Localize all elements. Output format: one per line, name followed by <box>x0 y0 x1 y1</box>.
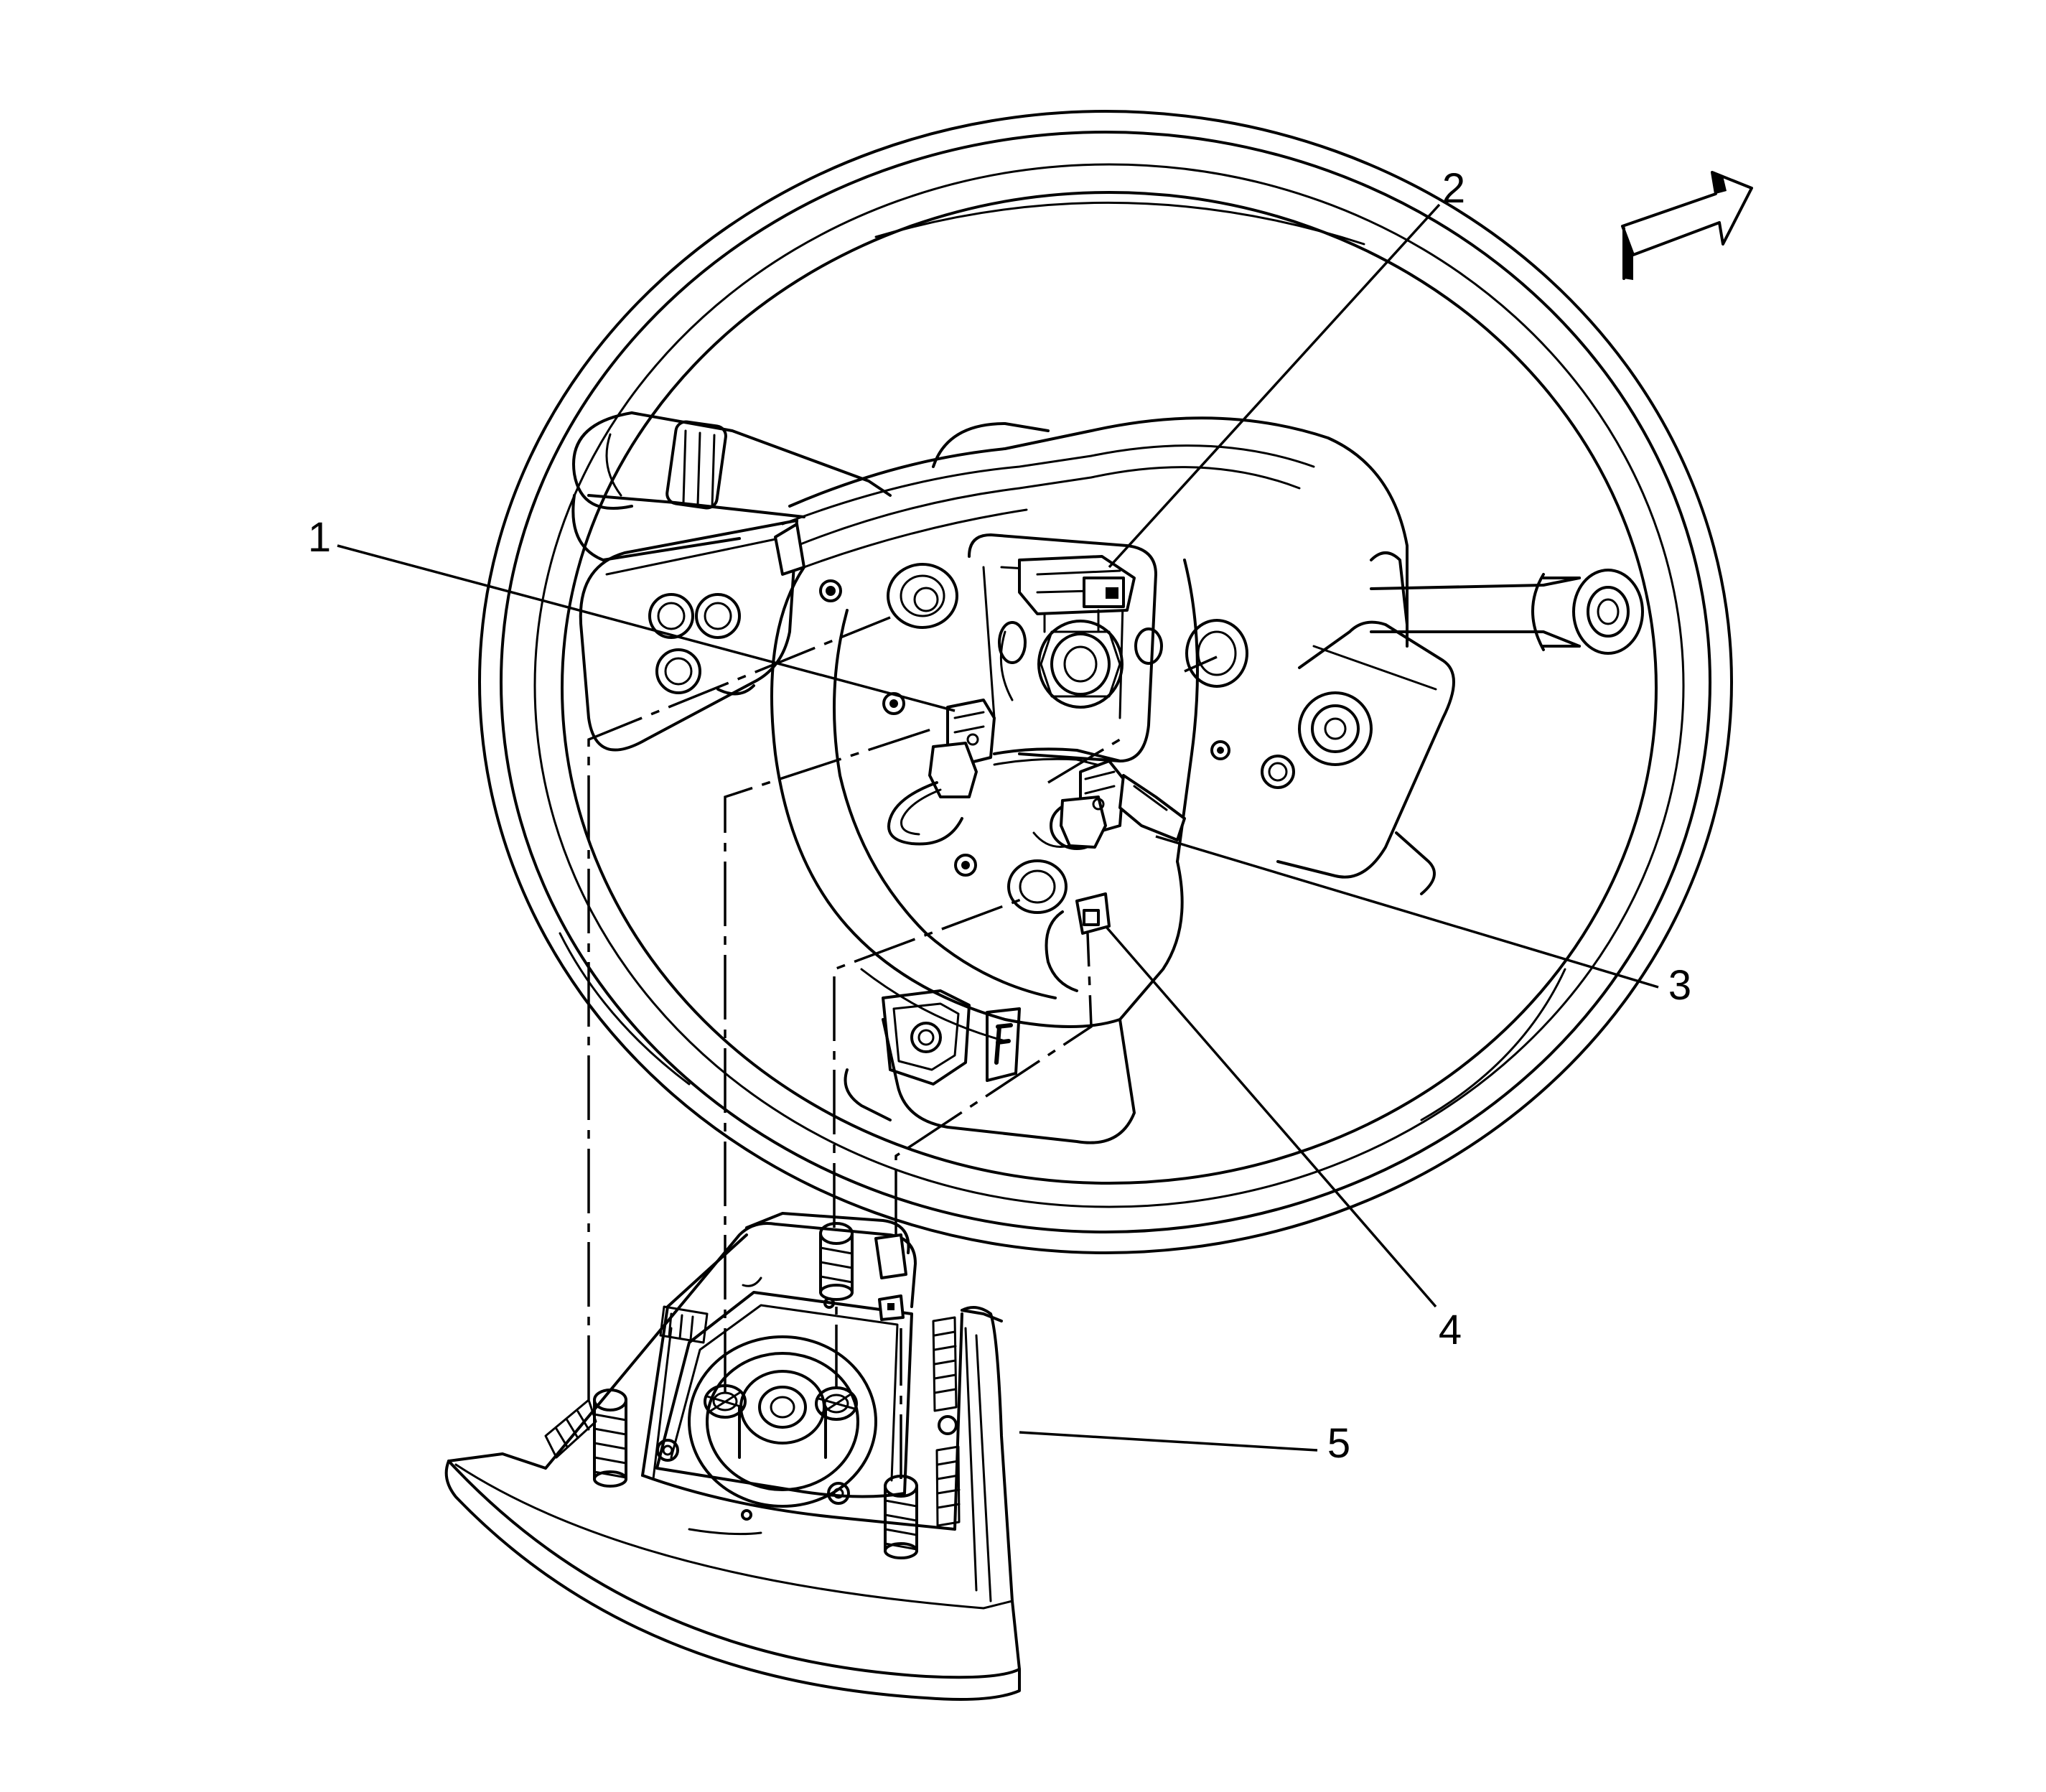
steering-hub <box>579 416 1455 1144</box>
callout-5: 5 <box>1327 1420 1350 1467</box>
module-stud-top <box>819 1222 854 1301</box>
right-stalk <box>1370 569 1644 655</box>
steering-wheel-switch <box>882 989 1021 1086</box>
steering-wheel-rim <box>478 110 1733 1254</box>
airbag-connector-2 <box>1032 760 1186 849</box>
clockspring-connector <box>1018 555 1136 633</box>
callout-labels: 1 2 3 4 5 <box>308 165 1691 1467</box>
callout-1: 1 <box>308 514 331 561</box>
module-stud-bottom <box>884 1475 918 1559</box>
airbag-connector-1 <box>887 699 1121 846</box>
callout-2: 2 <box>1442 165 1465 212</box>
forward-arrow-icon <box>1621 171 1753 280</box>
alignment-lines <box>587 616 1218 1479</box>
left-stalk <box>571 411 892 561</box>
module-stud-center-right <box>815 1386 858 1421</box>
airbag-module <box>444 1212 1021 1701</box>
module-stud-left <box>593 1389 627 1488</box>
wire-clip <box>1045 892 1111 992</box>
callout-leaders <box>337 203 1659 1452</box>
callout-3: 3 <box>1668 962 1691 1009</box>
callout-4: 4 <box>1439 1307 1462 1353</box>
